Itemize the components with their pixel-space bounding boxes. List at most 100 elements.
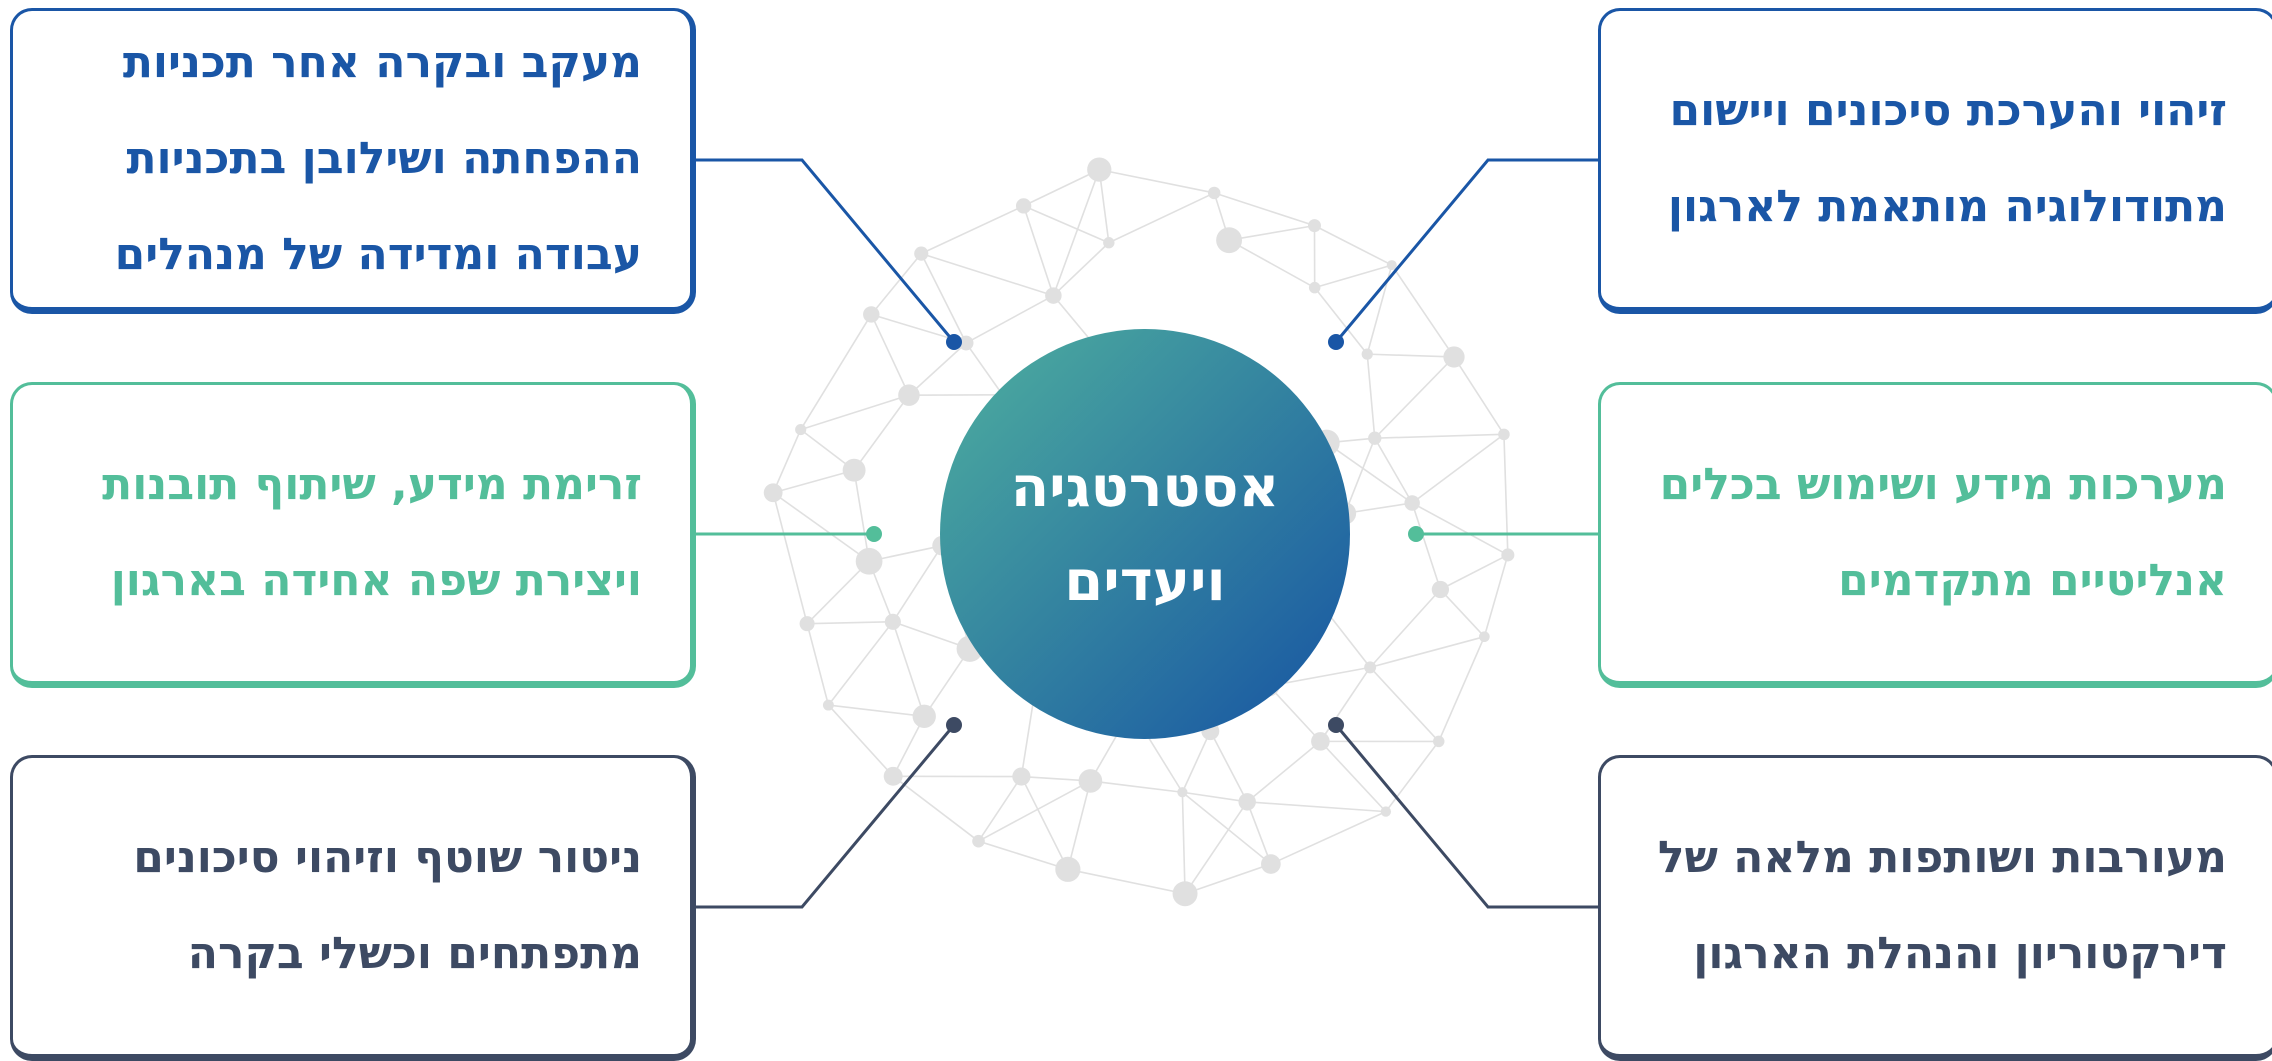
box-board-involvement: מעורבות ושותפות מלאה של דירקטוריון והנהל…	[1598, 755, 2272, 1061]
network-node	[1079, 769, 1103, 793]
network-edge	[1504, 434, 1508, 555]
network-edge	[1484, 555, 1507, 637]
network-edge	[807, 622, 893, 624]
network-node	[1479, 631, 1490, 642]
network-edge	[854, 395, 909, 470]
network-edge	[801, 395, 909, 429]
box-line: עבודה ומדידה של מנהלים	[61, 207, 642, 303]
network-edge	[1320, 741, 1385, 811]
network-edge	[1229, 240, 1315, 287]
network-edge	[1185, 802, 1247, 894]
network-edge	[828, 705, 924, 716]
network-edge	[1214, 193, 1314, 226]
network-edge	[1367, 354, 1375, 438]
network-node	[914, 247, 928, 261]
network-edge	[1182, 731, 1210, 792]
network-node	[863, 306, 879, 322]
connector-top-right	[1336, 160, 1600, 342]
network-node	[1387, 260, 1397, 270]
network-edge	[1375, 438, 1412, 503]
network-edge	[1053, 243, 1108, 296]
network-node	[843, 459, 866, 482]
network-edge	[1412, 434, 1504, 503]
network-node	[795, 424, 806, 435]
box-line: מעקב ובקרה אחר תכניות	[61, 15, 642, 111]
box-line: ניטור שוטף וזיהוי סיכונים	[61, 810, 642, 906]
network-edge	[1367, 354, 1454, 357]
network-node	[1309, 282, 1320, 293]
network-edge	[1090, 781, 1182, 792]
network-edge	[1109, 193, 1214, 243]
network-edge	[979, 781, 1091, 841]
network-edge	[773, 470, 854, 493]
center-title: אסטרטגיה ויעדים	[940, 330, 1350, 740]
network-edge	[1440, 590, 1484, 637]
connector-bottom-left	[694, 725, 954, 907]
connector-dot-mid-left	[866, 526, 882, 542]
network-edge	[828, 622, 892, 705]
network-edge	[1370, 667, 1439, 741]
network-edge	[1024, 206, 1054, 296]
network-edge	[828, 705, 893, 776]
network-node	[1404, 495, 1419, 510]
box-monitoring-mitigation-plans: מעקב ובקרה אחר תכניות ההפחתה ושילובן בתכ…	[10, 8, 696, 314]
network-node	[1443, 346, 1464, 367]
network-node	[1012, 767, 1030, 785]
box-line: אנליטיים מתקדמים	[1649, 533, 2227, 629]
network-node	[856, 548, 883, 575]
network-edge	[773, 430, 801, 493]
center-title-line-1: אסטרטגיה	[1011, 441, 1280, 535]
network-edge	[1210, 731, 1247, 802]
network-node	[1362, 349, 1373, 360]
network-edge	[1099, 170, 1214, 193]
network-edge	[1024, 206, 1109, 243]
network-node	[1308, 219, 1321, 232]
network-node	[898, 384, 920, 406]
network-edge	[1370, 590, 1440, 668]
network-node	[800, 616, 815, 631]
center-title-line-2: ויעדים	[1064, 535, 1225, 629]
network-node	[823, 700, 834, 711]
network-edge	[807, 624, 828, 705]
network-edge	[871, 254, 921, 315]
network-edge	[1454, 357, 1504, 434]
network-node	[1016, 198, 1031, 213]
network-node	[1103, 237, 1114, 248]
box-line: דירקטוריון והנהלת הארגון	[1649, 906, 2227, 1002]
network-node	[764, 483, 783, 502]
box-line: זיהוי והערכת סיכונים ויישום	[1649, 63, 2227, 159]
network-node	[1498, 429, 1510, 441]
network-edge	[893, 546, 942, 622]
network-edge	[1314, 226, 1391, 265]
network-edge	[1392, 265, 1454, 357]
network-edge	[1315, 265, 1392, 288]
box-line: מערכות מידע ושימוש בכלים	[1649, 437, 2227, 533]
box-line: זרימת מידע, שיתוף תובנות	[61, 437, 642, 533]
network-edge	[1439, 637, 1485, 742]
network-edge	[854, 470, 869, 561]
network-edge	[1386, 741, 1439, 811]
network-node	[1432, 581, 1449, 598]
network-node	[972, 835, 985, 848]
network-edge	[1370, 637, 1484, 668]
network-edge	[921, 206, 1023, 254]
network-edge	[893, 776, 978, 841]
network-node	[1177, 787, 1187, 797]
network-edge	[1185, 864, 1271, 894]
network-node	[1055, 857, 1080, 882]
network-node	[1501, 548, 1514, 561]
network-node	[1368, 431, 1381, 444]
network-edge	[979, 777, 1022, 842]
network-edge	[1375, 357, 1454, 438]
network-edge	[921, 254, 1053, 296]
box-line: ויצירת שפה אחידה בארגון	[61, 533, 642, 629]
box-ongoing-risk-monitoring: ניטור שוטף וזיהוי סיכונים מתפתחים וכשלי …	[10, 755, 696, 1061]
network-edge	[1068, 869, 1185, 893]
network-node	[1216, 227, 1242, 253]
network-edge	[1440, 555, 1507, 590]
network-edge	[1375, 434, 1504, 438]
network-edge	[979, 841, 1068, 869]
network-edge	[1182, 792, 1185, 893]
box-line: מתפתחים וכשלי בקרה	[61, 906, 642, 1002]
box-line: מתודולוגיה מותאמת לארגון	[1649, 159, 2227, 255]
